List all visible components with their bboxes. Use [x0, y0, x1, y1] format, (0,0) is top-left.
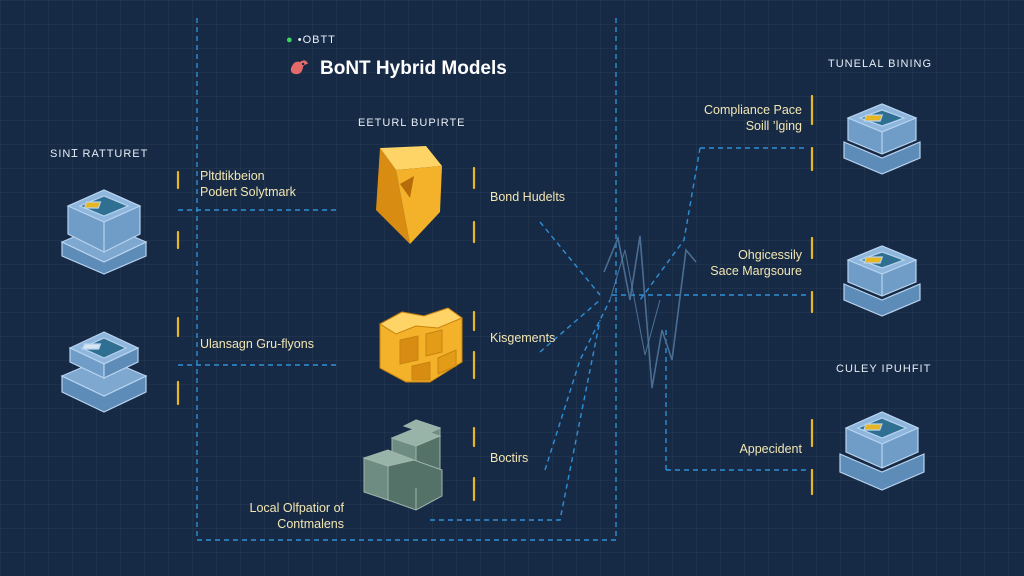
label-bottom-left: Local Olfpatior of Contmalens: [249, 501, 345, 531]
gray-stair-blocks-icon: [362, 419, 443, 511]
status-dot-icon: ●: [286, 34, 294, 46]
server-cube-icon: [839, 411, 925, 491]
label-center-top: Bond Hudelts: [490, 190, 566, 204]
header-small-label: ● •OBTT: [286, 34, 336, 46]
label-right-top: Compliance Pace Soill ’lging: [704, 103, 802, 133]
server-cube-icon: [843, 245, 921, 317]
left-section-header: SINꞮ RATTURET: [50, 148, 149, 160]
center-section-header: EETURL BUPIRTE: [358, 117, 466, 129]
label-right-bottom: Appecident: [739, 442, 802, 456]
gold-block-cluster-icon: [379, 307, 464, 383]
label-left-top: Pltdtikbeion Podert Solytmark: [200, 169, 296, 199]
server-cube-icon: [843, 103, 921, 175]
label-center-mid: Kisgements: [490, 331, 556, 345]
gold-prism-icon: [376, 146, 442, 244]
label-right-mid: Ohgicessily Sace Margsoure: [710, 248, 802, 278]
label-left-mid: Ulansagn Gru-flyons: [200, 337, 314, 351]
right-top-section-header: TUNELAL BINING: [828, 58, 933, 70]
label-center-bottom: Boctirs: [490, 451, 529, 465]
server-cube-icon: [60, 189, 148, 275]
page-title: BoNT Hybrid Models: [320, 58, 507, 79]
right-mid-section-header: CULEY IPUHFIT: [836, 363, 932, 375]
bird-logo-icon: [290, 60, 308, 75]
server-cube-icon: [60, 331, 148, 413]
